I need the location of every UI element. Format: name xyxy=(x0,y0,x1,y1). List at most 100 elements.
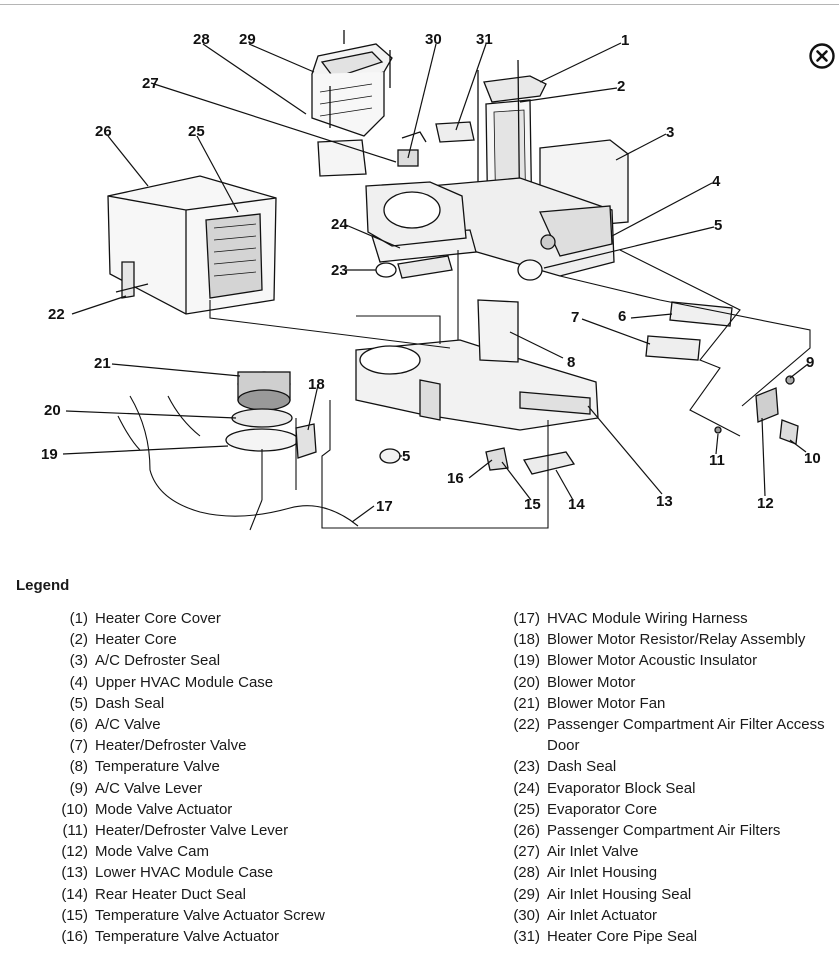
legend-item-text: A/C Valve Lever xyxy=(95,779,203,797)
callout-23: 23 xyxy=(331,262,348,279)
callout-31: 31 xyxy=(476,31,493,48)
legend-item-text: A/C Valve xyxy=(95,716,161,734)
legend-item: (5)Dash Seal xyxy=(38,693,478,714)
legend-item: (11)Heater/Defroster Valve Lever xyxy=(38,820,478,841)
legend-item-number: (19) xyxy=(513,652,540,670)
legend-item: (6)A/C Valve xyxy=(38,714,478,735)
legend-item-number: (26) xyxy=(513,822,540,840)
legend-item-text: Blower Motor xyxy=(547,673,636,691)
legend-item-number: (21) xyxy=(513,694,540,712)
callout-27: 27 xyxy=(142,75,159,92)
callout-30: 30 xyxy=(425,31,442,48)
callout-5-lower: 5 xyxy=(402,448,410,465)
legend-item-text: Heater/Defroster Valve xyxy=(95,737,247,755)
legend-item: (19)Blower Motor Acoustic Insulator xyxy=(490,650,838,671)
callout-9: 9 xyxy=(806,354,814,371)
legend-item-text: Passenger Compartment Air Filter Access … xyxy=(547,716,825,755)
callout-24: 24 xyxy=(331,216,348,233)
legend-item: (2) Heater Core xyxy=(38,629,478,650)
legend-item-text: Dash Seal xyxy=(95,694,165,712)
lower-hvac-case-part xyxy=(355,339,599,431)
evaporator-case-part xyxy=(365,181,467,247)
air-inlet-actuator-part xyxy=(397,131,427,167)
callout-11: 11 xyxy=(709,452,725,469)
callout-6: 6 xyxy=(618,308,626,325)
legend-item-text: Air Inlet Actuator xyxy=(547,906,658,924)
legend-item: (4) Upper HVAC Module Case xyxy=(38,672,478,693)
callout-28: 28 xyxy=(193,31,210,48)
legend-item-number: (15) xyxy=(61,906,88,924)
legend-item-text: Passenger Compartment Air Filters xyxy=(547,822,781,840)
callout-12: 12 xyxy=(757,495,774,512)
callout-25: 25 xyxy=(188,123,205,140)
callout-18: 18 xyxy=(308,376,325,393)
legend-item: (26) Passenger Compartment Air Filters xyxy=(490,820,838,841)
legend-item-text: Evaporator Core xyxy=(547,800,658,818)
legend-item-text: Temperature Valve xyxy=(95,758,220,776)
legend-item-text: Evaporator Block Seal xyxy=(547,779,696,797)
ac-valve-part xyxy=(669,301,733,327)
blower-resistor-part xyxy=(295,423,317,459)
legend-item: (13) Lower HVAC Module Case xyxy=(38,862,478,883)
blower-motor-assembly-part xyxy=(225,371,299,452)
leader-lines xyxy=(62,42,809,523)
legend-item-text: Air Inlet Valve xyxy=(547,843,639,861)
legend-item-text: Heater Core xyxy=(95,631,177,649)
legend-item-number: (18) xyxy=(513,631,540,649)
legend-item-text: Dash Seal xyxy=(547,758,617,776)
legend-item-number: (4) xyxy=(69,673,88,691)
callout-29: 29 xyxy=(239,31,256,48)
legend-item-number: (22) xyxy=(513,716,540,734)
legend-item-text: Heater Core Pipe Seal xyxy=(547,928,698,946)
legend-item-number: (3) xyxy=(69,652,88,670)
temperature-valve-actuator-part xyxy=(485,447,509,471)
legend-item: (17)HVAC Module Wiring Harness xyxy=(490,608,838,629)
legend-column-right: (17)HVAC Module Wiring Harness (18) Blowe… xyxy=(490,608,838,947)
callout-10: 10 xyxy=(804,450,821,467)
legend-item-text: Temperature Valve Actuator Screw xyxy=(95,906,325,924)
legend-item: (12)Mode Valve Cam xyxy=(38,841,478,862)
legend-item-text: Temperature Valve Actuator xyxy=(95,928,279,946)
legend-item-number: (2) xyxy=(69,631,88,649)
close-icon[interactable] xyxy=(808,42,836,70)
callout-17: 17 xyxy=(376,498,393,515)
legend-item-text: HVAC Module Wiring Harness xyxy=(547,610,748,627)
callout-8: 8 xyxy=(567,354,575,371)
legend-item: (8)Temperature Valve xyxy=(38,756,478,777)
legend-item-text: Air Inlet Housing Seal xyxy=(547,885,692,903)
legend-item: (16)Temperature Valve Actuator xyxy=(38,926,478,947)
legend-item-text: Heater Core Cover xyxy=(95,610,221,627)
legend-item: (22) Passenger Compartment Air Filter Acc… xyxy=(490,714,838,756)
legend-item-number: (1) xyxy=(69,610,88,627)
legend-item-text: Air Inlet Housing xyxy=(547,864,658,882)
legend-item: (30)Air Inlet Actuator xyxy=(490,905,838,926)
legend-item: (9)A/C Valve Lever xyxy=(38,778,478,799)
legend-item-number: (7) xyxy=(69,737,88,755)
legend-item-number: (13) xyxy=(61,864,88,882)
legend-item: (14) Rear Heater Duct Seal xyxy=(38,884,478,905)
hvac-exploded-diagram: 1 2 3 4 5 6 7 8 9 10 11 12 13 14 15 16 1… xyxy=(41,30,821,531)
legend-item-number: (14) xyxy=(61,885,88,903)
legend-item-number: (29) xyxy=(513,885,540,903)
legend-item-number: (27) xyxy=(513,843,540,861)
heater-core-pipe-seal-part xyxy=(435,121,475,143)
legend-title: Legend xyxy=(16,577,70,594)
heater-defroster-valve-part xyxy=(645,335,701,361)
legend-item-number: (12) xyxy=(61,843,88,861)
legend-item: (24)Evaporator Block Seal xyxy=(490,778,838,799)
callout-labels: 1 2 3 4 5 6 7 8 9 10 11 12 13 14 15 16 1… xyxy=(41,31,821,515)
legend-item-text: Lower HVAC Module Case xyxy=(95,864,274,882)
legend-item-text: Upper HVAC Module Case xyxy=(95,673,274,691)
callout-1: 1 xyxy=(621,32,629,49)
callout-19: 19 xyxy=(41,446,58,463)
legend-item: (21) Blower Motor Fan xyxy=(490,693,838,714)
legend-item: (23)Dash Seal xyxy=(490,756,838,777)
callout-3: 3 xyxy=(666,124,674,141)
legend-item-number: (28) xyxy=(513,864,540,882)
legend-item: (1) Heater Core Cover xyxy=(38,608,478,629)
legend-item-number: (10) xyxy=(61,800,88,818)
air-inlet-valve-part xyxy=(317,139,367,177)
legend-item-text: Rear Heater Duct Seal xyxy=(95,885,246,903)
legend-item-text: Blower Motor Fan xyxy=(547,694,666,712)
top-divider xyxy=(0,4,839,5)
